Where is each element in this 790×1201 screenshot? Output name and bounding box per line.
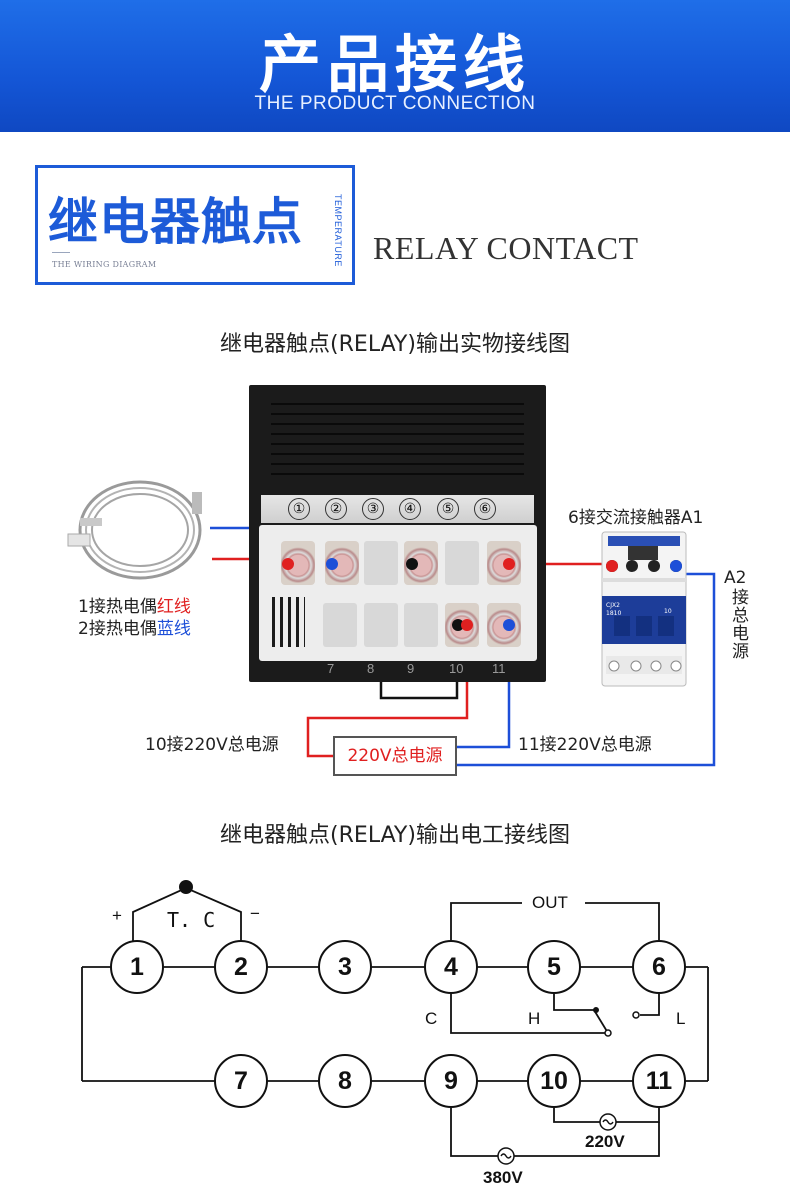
physical-diagram-caption: 继电器触点(RELAY)输出实物接线图 [220, 332, 570, 357]
schematic-terminal-10: 10 [527, 1054, 581, 1108]
ac-contactor: CJX2 1810 10 [598, 530, 690, 688]
page-subtitle: THE PRODUCT CONNECTION [254, 93, 536, 114]
contactor-rating: 10 [664, 608, 672, 615]
section-title-cn: 继电器触点 [48, 193, 303, 251]
dot-contactor-a2 [670, 560, 682, 572]
terminal-number-5: ⑤ [437, 498, 459, 520]
schematic-plus: + [112, 906, 122, 925]
section-title-box: 继电器触点 THE WIRING DIAGRAM TEMPERATURE [35, 165, 355, 285]
schematic-h-label: H [528, 1009, 541, 1028]
contactor-a1-label: 6接交流接触器A1 [568, 508, 704, 528]
tc-red-label: 1接热电偶红线 [78, 597, 191, 617]
schematic-terminal-7: 7 [214, 1054, 268, 1108]
terminal-label-8: 8 [367, 661, 375, 676]
t11-label: 11接220V总电源 [518, 735, 652, 755]
terminal-5 [445, 541, 479, 585]
terminal-3 [364, 541, 398, 585]
schematic-terminal-8: 8 [318, 1054, 372, 1108]
schematic-terminal-4: 4 [424, 940, 478, 994]
terminal-7 [323, 603, 357, 647]
terminal-label-11: 11 [492, 661, 506, 676]
dot-terminal-1 [282, 558, 294, 570]
terminal-label-9: 9 [407, 661, 415, 676]
header-banner: 产品接线 THE PRODUCT CONNECTION [0, 0, 790, 132]
t10-label: 10接220V总电源 [145, 735, 279, 755]
schematic-220v-label: 220V [585, 1132, 625, 1151]
section-title-en: RELAY CONTACT [373, 230, 639, 266]
wire-t10-psu [306, 625, 469, 758]
terminal-number-6: ⑥ [474, 498, 496, 520]
schematic-c-label: C [425, 1009, 438, 1028]
schematic-terminal-3: 3 [318, 940, 372, 994]
power-supply-box: 220V总电源 [333, 736, 457, 776]
terminal-label-10: 10 [449, 661, 464, 676]
dot-terminal-6 [503, 558, 515, 570]
schematic-tc-label: T. C [167, 908, 216, 932]
schematic-wires [81, 880, 709, 1165]
contactor-model-sub: 1810 [606, 610, 622, 617]
section-title-divider [52, 252, 70, 253]
wire-a2-psu [457, 572, 716, 767]
dot-terminal-10 [461, 619, 473, 631]
dot-terminal-11 [503, 619, 515, 631]
terminal-block-vents [267, 597, 305, 647]
terminal-9 [404, 603, 438, 647]
terminal-number-1: ① [288, 498, 310, 520]
terminal-number-3: ③ [362, 498, 384, 520]
schematic-terminal-9: 9 [424, 1054, 478, 1108]
section-vertical-text: TEMPERATURE [333, 194, 343, 267]
terminal-8 [364, 603, 398, 647]
schematic-out-label: OUT [532, 893, 568, 912]
terminal-number-2: ② [325, 498, 347, 520]
dot-contactor-a1 [606, 560, 618, 572]
section-small-en: THE WIRING DIAGRAM [52, 260, 157, 269]
dot-terminal-4 [406, 558, 418, 570]
terminal-number-4: ④ [399, 498, 421, 520]
dot-terminal-2 [326, 558, 338, 570]
tc-blue-label: 2接热电偶蓝线 [78, 619, 191, 639]
schematic-terminal-5: 5 [527, 940, 581, 994]
thermocouple-probe [67, 480, 202, 580]
schematic-l-label: L [676, 1009, 686, 1028]
schematic-terminal-6: 6 [632, 940, 686, 994]
schematic-caption: 继电器触点(RELAY)输出电工接线图 [220, 823, 570, 848]
page-title: 产品接线 [258, 28, 531, 101]
schematic-terminal-1: 1 [110, 940, 164, 994]
terminal-label-7: 7 [327, 661, 335, 676]
a2-power-label: 接总电源 [728, 588, 748, 660]
schematic-terminal-11: 11 [632, 1054, 686, 1108]
contactor-model: CJX2 [606, 602, 620, 609]
a2-label: A2 [724, 568, 747, 588]
schematic-380v-label: 380V [483, 1168, 523, 1187]
schematic-minus: − [250, 904, 260, 923]
schematic-terminal-2: 2 [214, 940, 268, 994]
controller-rear-view: ① ② ③ ④ ⑤ ⑥ 7 8 9 10 11 [249, 385, 546, 682]
terminal-block [259, 525, 537, 661]
